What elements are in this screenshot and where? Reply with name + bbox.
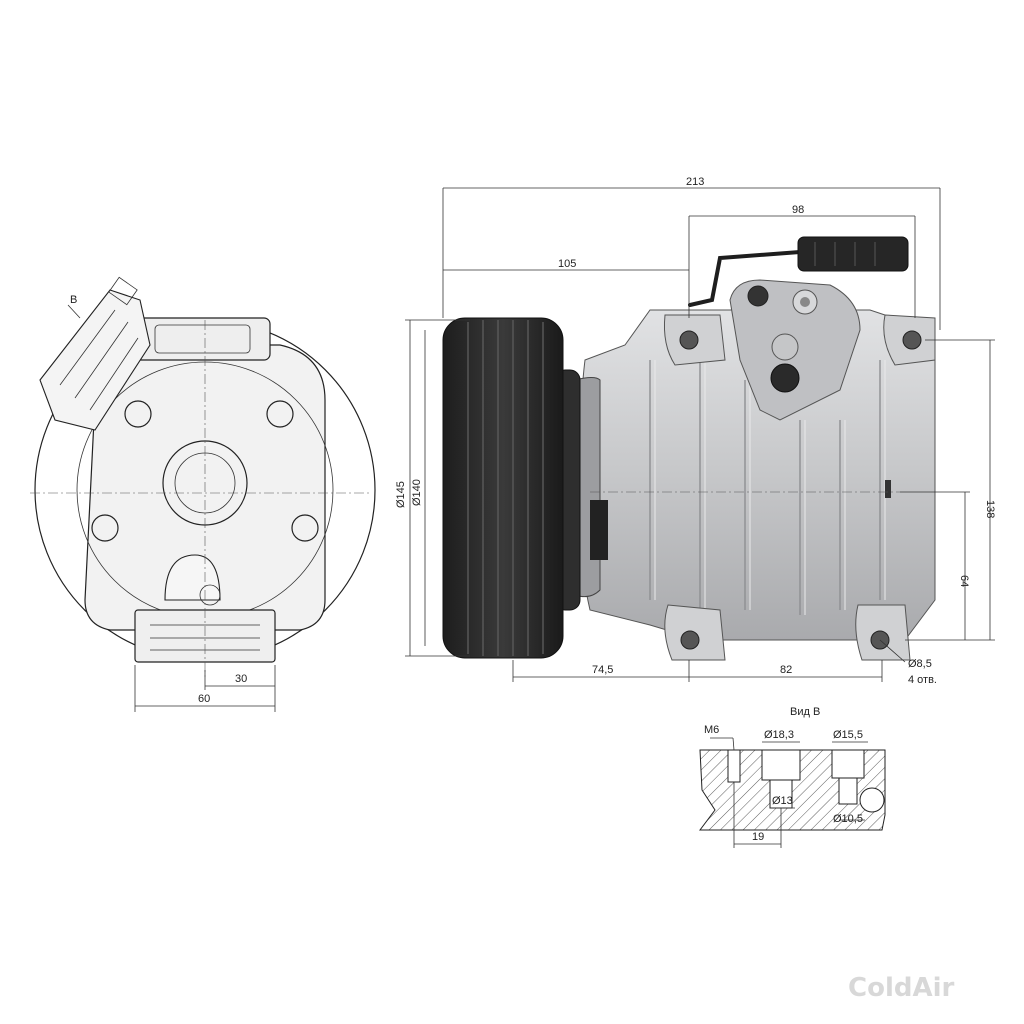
dim-overall-length: 213: [686, 176, 704, 188]
detail-bore-large-a-label: Ø18,3: [764, 729, 794, 741]
front-bolt-hole-bl: [91, 514, 119, 542]
side-pulley-grooves: [467, 320, 544, 656]
front-dim-width: 60: [198, 693, 210, 705]
side-ribs: [649, 350, 881, 620]
detail-spacing: 19: [752, 831, 764, 843]
detail-bore-small-a-label: Ø13: [772, 795, 793, 807]
side-electrical-connector: [797, 236, 909, 272]
front-view: B 30 60: [30, 276, 376, 712]
dim-pulley-offset: 105: [558, 258, 576, 270]
dim-height: 138: [984, 500, 996, 518]
dim-mount-spacing: 82: [780, 664, 792, 676]
side-port-cap-top: [747, 285, 769, 307]
front-dim-half: 30: [235, 673, 247, 685]
detail-bore-small-b-label: Ø10,5: [833, 813, 863, 825]
front-connector-tab: [108, 276, 138, 306]
detail-bore-large-a: [761, 749, 801, 781]
detail-bore-large-b: [831, 749, 865, 779]
front-bottom-boss: [164, 554, 221, 601]
dim-mount-span: 98: [792, 204, 804, 216]
detail-side-port: [859, 787, 885, 813]
side-pulley: [442, 317, 564, 659]
dim-pulley-dia: Ø145: [395, 481, 407, 508]
detail-bore-large-b-label: Ø15,5: [833, 729, 863, 741]
detail-view: Вид В M6 Ø18,3 Ø15,5 Ø13 Ø10,5 19: [699, 706, 886, 848]
detail-thread-hole: [727, 749, 741, 783]
detail-thread: M6: [704, 724, 719, 736]
front-bolt-hole-tr: [266, 400, 294, 428]
dim-hole-dia: Ø8,5: [908, 658, 932, 670]
front-bolt-hole-br: [291, 514, 319, 542]
front-bolt-hole-tl: [124, 400, 152, 428]
front-top-fitting-inner: [154, 324, 251, 354]
side-wire: [688, 250, 802, 307]
dim-body-dia: Ø140: [411, 479, 423, 506]
dim-hole-count: 4 отв.: [908, 674, 937, 686]
side-service-valve: [771, 333, 799, 361]
side-port-cap-bottom: [770, 363, 800, 393]
dim-front-to-mount: 74,5: [592, 664, 613, 676]
side-clutch-tab: [590, 500, 608, 560]
dim-mount-height: 64: [958, 575, 970, 587]
watermark-logo: ColdAir: [848, 973, 955, 1003]
detail-bore-small-b: [838, 777, 858, 805]
front-view-marker: B: [70, 294, 77, 306]
side-view: 213 98 105 Ø145 Ø140 138 64 74,5 82 Ø8,: [395, 176, 996, 686]
detail-title: Вид В: [790, 706, 820, 718]
